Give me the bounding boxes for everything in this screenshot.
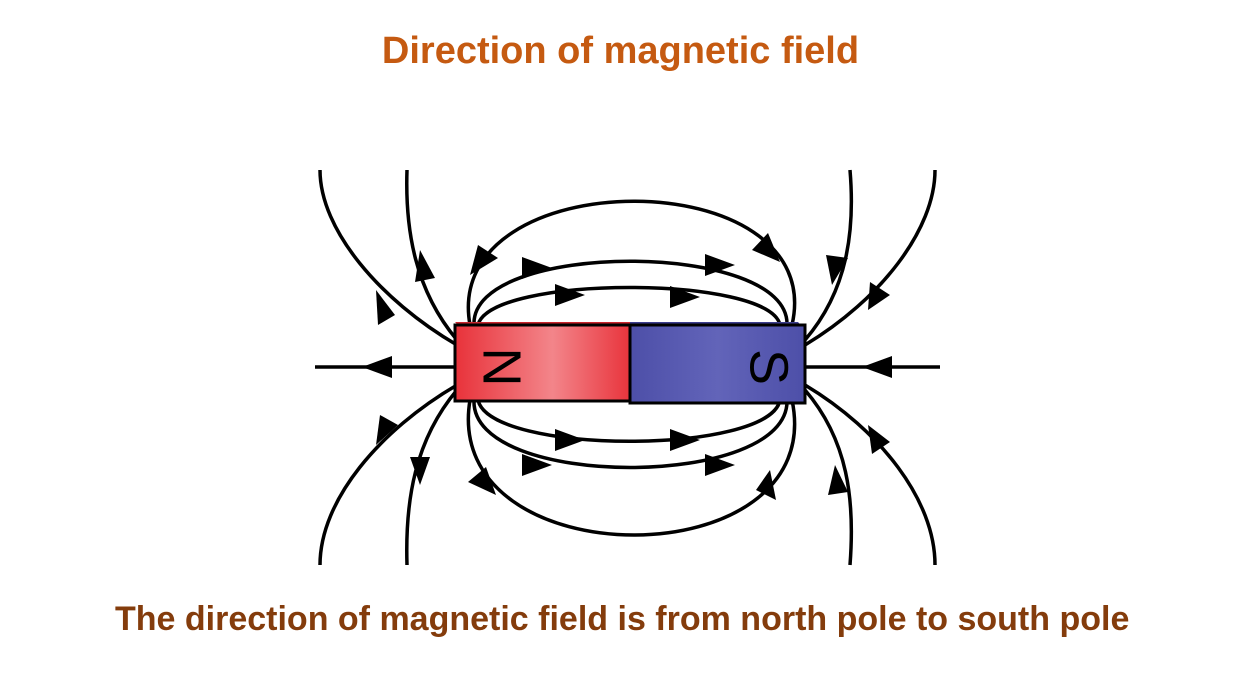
page-title: Direction of magnetic field (381, 30, 860, 72)
south-pole-label: S (739, 349, 799, 385)
field-line-upper-outer (466, 199, 797, 326)
arrow-down-icon (826, 255, 848, 285)
arrow-right-icon (705, 454, 735, 476)
arrow-up-icon (828, 465, 848, 495)
field-line-lower-outer (466, 399, 797, 537)
arrow-right-icon (470, 245, 498, 275)
arrow-right-icon (670, 429, 700, 451)
arrow-left-icon (862, 356, 892, 378)
field-line-left-top-inner (405, 169, 459, 342)
field-line-right-top-inner (803, 169, 854, 342)
bar-magnet: N S (453, 322, 807, 405)
arrow-right-icon (468, 467, 496, 495)
field-line-left-top-outer (318, 169, 458, 347)
arrow-right-icon (522, 454, 552, 476)
arrow-right-icon (756, 470, 776, 500)
south-pole (628, 323, 807, 405)
arrow-right-icon (670, 286, 700, 308)
arrow-right-icon (705, 254, 735, 276)
arrow-up-icon (376, 290, 395, 325)
field-line-right-bottom-inner (803, 388, 854, 566)
field-line-right-bottom-outer (804, 383, 937, 566)
field-line-left-bottom-inner (405, 388, 459, 566)
north-pole (453, 323, 634, 403)
arrow-right-icon (522, 257, 552, 279)
arrow-up-icon (868, 425, 890, 454)
north-pole-label: N (472, 348, 532, 387)
caption: The direction of magnetic field is from … (115, 600, 1130, 638)
arrow-left-icon (362, 356, 392, 378)
field-line-left-bottom-outer (318, 383, 458, 566)
arrow-down-icon (410, 457, 430, 485)
field-line-lower-inner (476, 399, 782, 443)
arrow-right-icon (555, 284, 585, 306)
arrow-up-icon (415, 250, 435, 282)
field-line-right-top-outer (804, 169, 937, 347)
field-line-upper-middle (472, 259, 789, 326)
field-arrows (362, 233, 892, 500)
field-line-lower-middle (472, 399, 789, 470)
arrow-down-icon (376, 415, 398, 445)
arrow-right-icon (555, 429, 585, 451)
arrow-right-icon (752, 233, 780, 262)
field-line-upper-inner (476, 285, 782, 326)
arrow-down-icon (868, 282, 890, 310)
